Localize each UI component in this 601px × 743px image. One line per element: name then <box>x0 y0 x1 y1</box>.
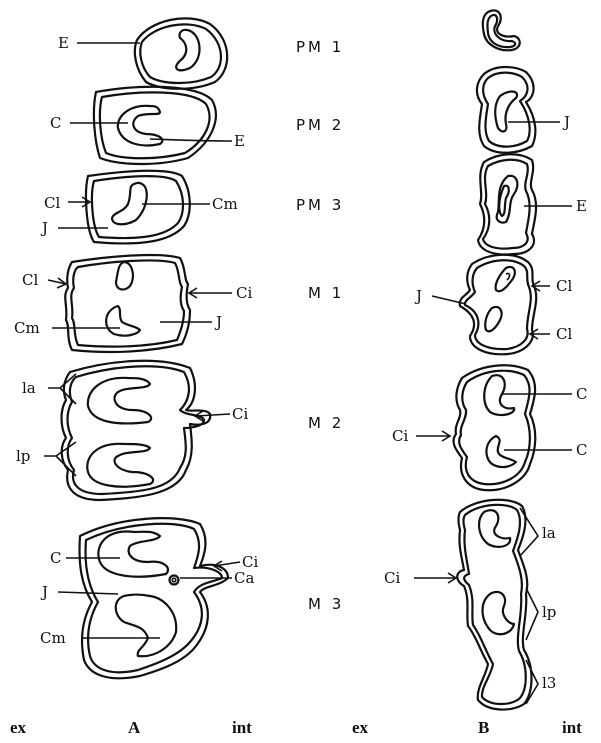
a-pm3-tooth <box>58 169 210 245</box>
b-label-m2-ci: Ci <box>392 427 408 445</box>
b-label-m2-c-b: C <box>576 441 587 459</box>
a-label-m1-cm: Cm <box>14 319 40 337</box>
a-label-pm3-j: J <box>40 219 48 237</box>
b-label-m2-c-a: C <box>576 385 587 403</box>
tooth-label-m1: M 1 <box>308 284 344 302</box>
a-label-m1-j: J <box>214 313 222 331</box>
a-m3-tooth <box>57 517 241 680</box>
b-label-m1-j: J <box>414 287 422 305</box>
a-label-m3-j: J <box>40 583 48 601</box>
b-label-m1-cl-a: Cl <box>556 277 572 295</box>
b-label-m1-cl-b: Cl <box>556 325 572 343</box>
tooth-names: PM 1 PM 2 PM 3 M 1 M 2 M 3 <box>296 38 344 613</box>
b-m3-tooth <box>414 498 540 711</box>
b-pm2-tooth <box>475 65 560 154</box>
b-label-pm3-e: E <box>576 197 587 215</box>
a-label-m2-lp: lp <box>16 447 30 465</box>
a-label-pm2-c: C <box>50 114 61 132</box>
a-m1-tooth <box>47 253 232 354</box>
footer-b-label: B <box>478 718 489 737</box>
a-label-m3-ca: Ca <box>234 569 254 587</box>
b-label-m3-l3: l3 <box>542 674 556 692</box>
a-pm2-tooth <box>70 85 233 166</box>
footer-a-label: A <box>128 718 141 737</box>
b-label-m3-la: la <box>542 524 556 542</box>
b-m1-tooth <box>431 253 550 356</box>
tooth-label-pm1: PM 1 <box>296 38 344 56</box>
a-label-m3-c: C <box>50 549 61 567</box>
a-label-m2-la: la <box>22 379 36 397</box>
tooth-label-m3: M 3 <box>308 595 344 613</box>
a-label-m3-cm: Cm <box>40 629 66 647</box>
a-label-pm1-e: E <box>58 34 69 52</box>
footer-a-ex: ex <box>10 718 27 737</box>
footer-b-ex: ex <box>352 718 369 737</box>
b-pm1-tooth <box>481 9 521 52</box>
tooth-label-pm3: PM 3 <box>296 196 344 214</box>
footer-b-int: int <box>562 718 582 737</box>
a-label-pm3-cm: Cm <box>212 195 238 213</box>
tooth-label-pm2: PM 2 <box>296 116 344 134</box>
a-label-pm3-cl: Cl <box>44 194 60 212</box>
a-label-pm2-e: E <box>234 132 245 150</box>
a-label-m3-ci: Ci <box>242 553 258 571</box>
b-label-m3-lp: lp <box>542 603 556 621</box>
b-m2-tooth <box>416 364 572 492</box>
footer: ex A int ex B int <box>10 718 582 737</box>
column-a: E C E Cl Cm J Cl Ci Cm J la Ci lp C Ci C… <box>14 17 258 680</box>
footer-a-int: int <box>232 718 252 737</box>
b-label-m3-ci: Ci <box>384 569 400 587</box>
a-label-m1-ci: Ci <box>236 284 252 302</box>
a-label-m1-cl: Cl <box>22 271 38 289</box>
b-label-pm2-j: J <box>562 113 570 131</box>
tooth-label-m2: M 2 <box>308 414 344 432</box>
a-m2-tooth <box>44 359 231 502</box>
a-label-m2-ci: Ci <box>232 405 248 423</box>
b-pm3-tooth <box>476 153 572 256</box>
column-b: J E Cl J Cl C Ci C la Ci lp l3 <box>384 9 587 711</box>
a-pm1-tooth <box>77 17 229 90</box>
